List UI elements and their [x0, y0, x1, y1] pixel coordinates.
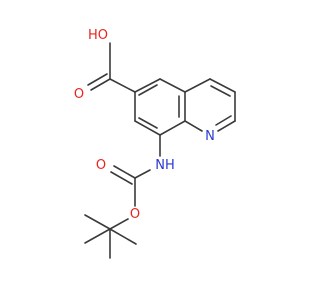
- bond: [84, 214, 111, 230]
- bond: [134, 169, 151, 179]
- bond: [109, 228, 137, 245]
- bond: [215, 115, 232, 126]
- atom-label-nh: NH: [155, 158, 175, 173]
- bond: [184, 120, 203, 132]
- bond: [87, 73, 108, 86]
- atom-label-oh: HO: [88, 28, 108, 43]
- molecule-diagram: HO O N NH O O: [74, 28, 236, 259]
- atom-label-o: O: [74, 87, 84, 102]
- bond: [134, 120, 161, 136]
- bond: [109, 218, 129, 230]
- bond: [90, 78, 111, 91]
- bond: [217, 120, 236, 132]
- bond: [209, 78, 236, 93]
- bond: [210, 85, 231, 97]
- bond: [138, 117, 158, 129]
- atom-label-n: N: [205, 129, 215, 144]
- bond: [113, 165, 136, 179]
- atom-label-o: O: [96, 158, 106, 173]
- bond: [159, 120, 186, 136]
- bond: [109, 78, 136, 93]
- bond: [138, 84, 158, 96]
- atom-label-o: O: [130, 207, 140, 222]
- bond: [184, 78, 211, 93]
- bond: [110, 171, 133, 185]
- bond: [84, 228, 111, 244]
- bond: [134, 78, 161, 93]
- bond: [159, 78, 186, 93]
